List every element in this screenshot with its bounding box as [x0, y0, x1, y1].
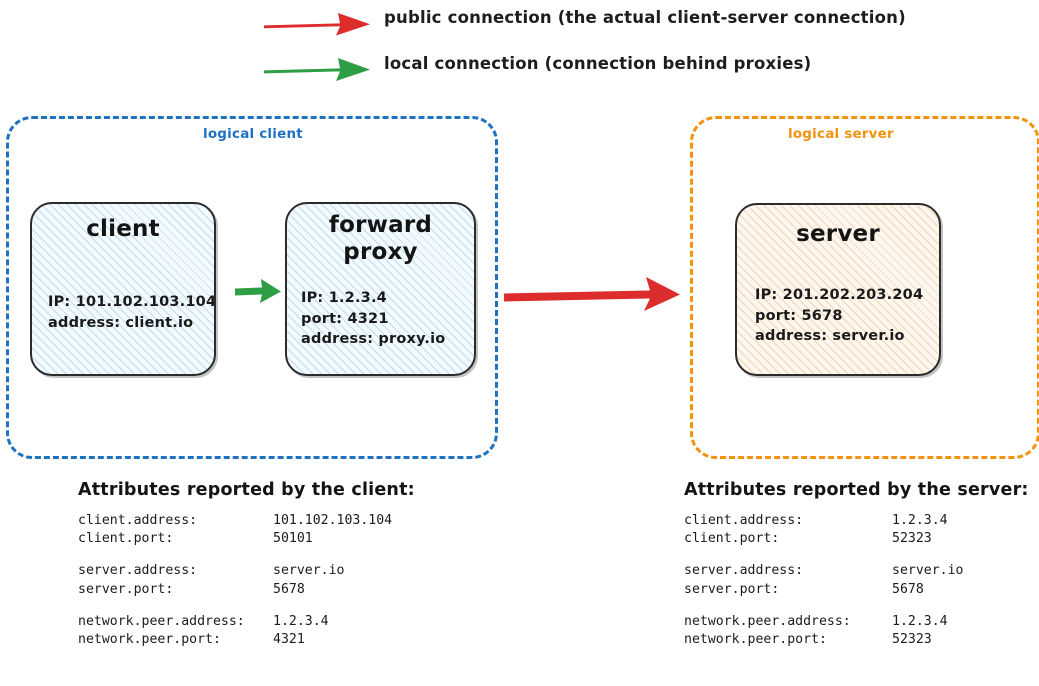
attributes-server-table: client.address: 1.2.3.4 client.port: 523…: [684, 512, 963, 649]
row-spacer: [684, 599, 963, 613]
logical-client-label: logical client: [203, 126, 303, 142]
connection-proxy-to-server: [500, 272, 690, 320]
attribute-key: server.address:: [78, 563, 198, 579]
attribute-value: 1.2.3.4: [273, 613, 329, 629]
arrow-right-icon: [262, 56, 374, 88]
node-client-properties: IP: 101.102.103.104 address: client.io: [48, 294, 216, 331]
table-row: server.address: server.io: [684, 562, 963, 580]
legend: public connection (the actual client-ser…: [0, 0, 1039, 100]
attribute-key: client.port:: [684, 531, 780, 547]
table-row: server.address: server.io: [78, 562, 392, 580]
table-row: server.port: 5678: [78, 581, 392, 599]
attribute-key: network.peer.port:: [684, 632, 827, 648]
logical-server-group: [690, 116, 1039, 459]
hatch-pattern: [737, 205, 939, 374]
attribute-value: 50101: [273, 531, 313, 547]
connection-client-to-proxy: [232, 276, 284, 312]
row-spacer: [78, 548, 392, 562]
attribute-value: server.io: [273, 563, 345, 579]
table-row: client.port: 50101: [78, 530, 392, 548]
node-server-title: server: [796, 221, 880, 247]
attributes-server-title: Attributes reported by the server:: [684, 480, 1029, 500]
node-client-title: client: [86, 216, 160, 242]
legend-label-public: public connection (the actual client-ser…: [384, 8, 906, 27]
arrow-right-icon: [504, 277, 680, 311]
attribute-key: client.port:: [78, 531, 174, 547]
table-row: network.peer.address: 1.2.3.4: [684, 613, 963, 631]
node-forward-proxy-properties: IP: 1.2.3.4 port: 4321 address: proxy.io: [301, 290, 446, 348]
table-row: network.peer.port: 4321: [78, 631, 392, 649]
attributes-server-block: Attributes reported by the server: clien…: [684, 480, 1029, 649]
attribute-value: 52323: [892, 531, 932, 547]
attribute-key: client.address:: [684, 513, 804, 528]
table-row: client.port: 52323: [684, 530, 963, 548]
attributes-client-block: Attributes reported by the client: clien…: [78, 480, 415, 649]
attributes-client-title: Attributes reported by the client:: [78, 480, 415, 500]
node-client[interactable]: client IP: 101.102.103.104 address: clie…: [30, 202, 216, 376]
table-row: network.peer.port: 52323: [684, 631, 963, 649]
attribute-key: network.peer.port:: [78, 632, 221, 648]
attribute-key: network.peer.address:: [78, 613, 245, 629]
attribute-value: 52323: [892, 632, 932, 648]
table-row: client.address: 1.2.3.4: [684, 512, 963, 530]
attribute-key: server.port:: [78, 581, 174, 597]
attribute-value: 101.102.103.104: [273, 513, 393, 528]
node-server-properties: IP: 201.202.203.204 port: 5678 address: …: [755, 287, 924, 345]
table-row: client.address: 101.102.103.104: [78, 512, 392, 530]
row-spacer: [684, 548, 963, 562]
node-forward-proxy-title: forward proxy: [328, 212, 433, 266]
attribute-key: client.address:: [78, 513, 198, 528]
attribute-key: server.port:: [684, 581, 780, 597]
arrow-right-icon: [235, 279, 281, 303]
logical-client-group: [6, 116, 498, 459]
hatch-pattern: [287, 204, 474, 374]
legend-label-local: local connection (connection behind prox…: [384, 54, 812, 73]
node-forward-proxy[interactable]: forward proxy IP: 1.2.3.4 port: 4321 add…: [285, 202, 476, 376]
attribute-value: 5678: [892, 581, 924, 597]
attribute-key: server.address:: [684, 563, 804, 579]
arrow-right-icon: [262, 10, 374, 42]
attribute-value: server.io: [892, 563, 964, 579]
attribute-value: 1.2.3.4: [892, 513, 948, 528]
attributes-client-table: client.address: 101.102.103.104 client.p…: [78, 512, 392, 649]
node-server[interactable]: server IP: 201.202.203.204 port: 5678 ad…: [735, 203, 941, 376]
attribute-value: 1.2.3.4: [892, 613, 948, 629]
attribute-value: 4321: [273, 632, 305, 648]
attribute-value: 5678: [273, 581, 305, 597]
attribute-key: network.peer.address:: [684, 613, 851, 629]
row-spacer: [78, 599, 392, 613]
table-row: network.peer.address: 1.2.3.4: [78, 613, 392, 631]
logical-server-label: logical server: [788, 126, 894, 142]
hatch-pattern: [32, 204, 214, 374]
table-row: server.port: 5678: [684, 581, 963, 599]
